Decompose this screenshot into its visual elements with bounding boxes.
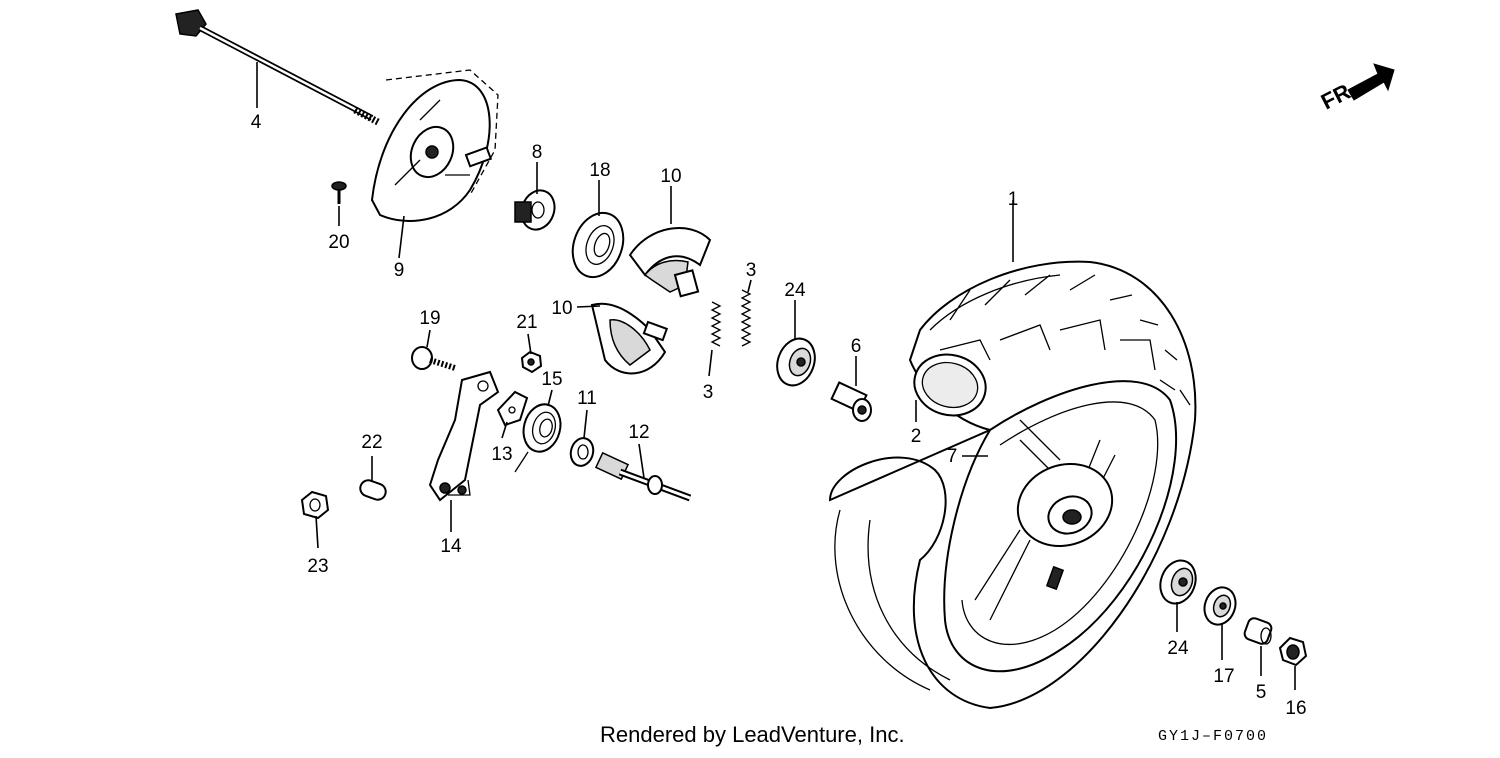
callout-21: 21 [516, 312, 537, 333]
wheel-assembly-part [828, 260, 1197, 710]
callout-15: 15 [541, 369, 562, 390]
return-spring-15-part [514, 403, 562, 473]
seal-17-part [1203, 586, 1237, 626]
callout-10-upper: 10 [660, 166, 681, 187]
callout-17: 17 [1213, 666, 1234, 687]
callout-5: 5 [1256, 682, 1267, 703]
callout-20: 20 [328, 232, 349, 253]
callout-3-lower: 3 [703, 382, 714, 403]
axle-nut-16-part [1278, 636, 1308, 667]
callout-13: 13 [491, 444, 512, 465]
figure-code: GY1J–F0700 [1158, 728, 1268, 745]
leader-lines [256, 62, 1296, 690]
footer-credit: Rendered by LeadVenture, Inc. [600, 722, 905, 747]
front-arrow-icon [1347, 63, 1395, 101]
collar-6-part [830, 381, 872, 422]
front-direction-indicator: FR. [1317, 63, 1395, 114]
bearing-24-lower-part [1159, 559, 1197, 605]
front-label: FR. [1317, 76, 1360, 114]
nut-21-part [520, 350, 543, 374]
spring-upper-part [740, 289, 752, 347]
callout-22: 22 [361, 432, 382, 453]
bolt-19-part [411, 346, 456, 371]
brake-panel-part [370, 69, 499, 222]
callout-6: 6 [851, 336, 862, 357]
callout-18: 18 [589, 160, 610, 181]
callout-16: 16 [1285, 698, 1306, 719]
callout-8: 8 [532, 142, 543, 163]
callout-23: 23 [307, 556, 328, 577]
screw-20-part [331, 181, 347, 204]
callout-24-upper: 24 [784, 280, 806, 301]
nut-23-part [300, 490, 330, 520]
washer-11-part [569, 437, 595, 467]
callout-1: 1 [1008, 189, 1019, 210]
callout-2: 2 [911, 426, 922, 447]
brake-arm-part [428, 370, 500, 502]
spring-lower-part [710, 301, 722, 347]
callout-14: 14 [440, 536, 462, 557]
callout-3-upper: 3 [746, 260, 757, 281]
cam-12-part [594, 451, 692, 502]
brake-shoe-upper-part [628, 227, 712, 298]
brake-shoe-lower-part [590, 302, 669, 375]
callout-11: 11 [577, 388, 597, 409]
callout-12: 12 [628, 422, 649, 443]
callout-10-lower: 10 [551, 298, 572, 319]
callout-24-lower: 24 [1167, 638, 1189, 659]
callout-9: 9 [394, 260, 405, 281]
callout-labels: 1 2 3 3 4 5 6 7 8 9 10 10 11 12 13 14 15… [251, 112, 1307, 719]
axle-part [175, 9, 380, 126]
callout-7: 7 [947, 446, 958, 467]
seal-8-part [514, 189, 556, 231]
callout-19: 19 [419, 308, 440, 329]
pin-22-part [359, 479, 387, 501]
indicator-13-part [496, 390, 529, 427]
seal-18-part [571, 211, 625, 279]
callout-4: 4 [251, 112, 262, 133]
collar-5-part [1243, 617, 1273, 645]
bearing-24-upper-part [776, 337, 816, 387]
